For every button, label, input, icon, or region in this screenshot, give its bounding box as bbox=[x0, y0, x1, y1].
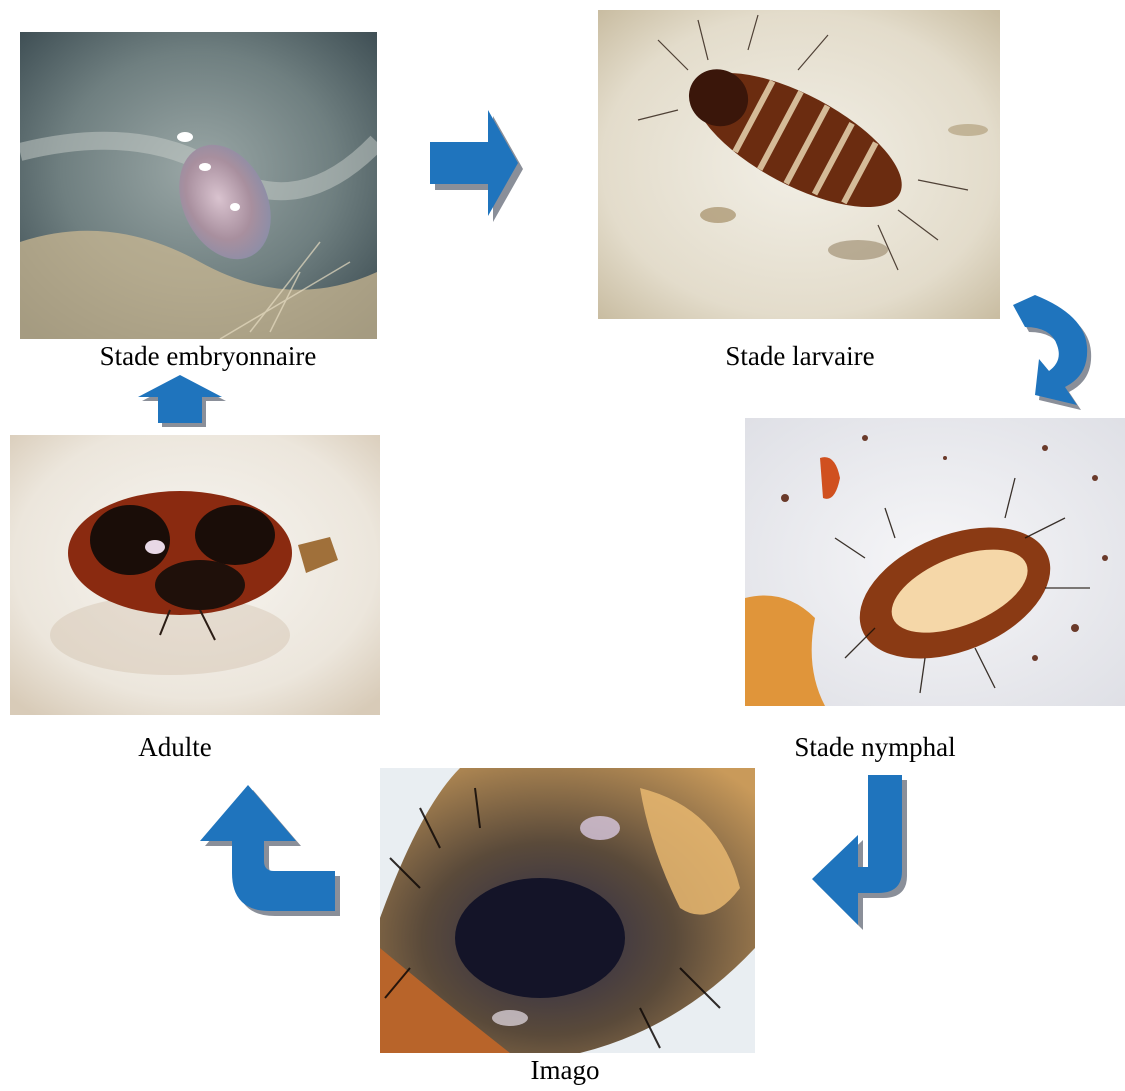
stage-label-embryo: Stade embryonnaire bbox=[58, 341, 358, 372]
arrow-embryo-to-larva bbox=[430, 110, 528, 228]
larva-photo bbox=[598, 10, 1000, 319]
imago-photo bbox=[380, 768, 755, 1053]
stage-label-larva: Stade larvaire bbox=[650, 341, 950, 372]
embryo-photo bbox=[20, 32, 377, 339]
arrow-larva-to-nymph bbox=[1005, 295, 1100, 410]
nymph-photo bbox=[745, 418, 1125, 706]
stage-label-nymph: Stade nymphal bbox=[755, 732, 995, 763]
arrow-adult-to-embryo bbox=[138, 375, 230, 430]
stage-label-adult: Adulte bbox=[60, 732, 290, 763]
arrow-imago-to-adult bbox=[200, 785, 345, 920]
stage-label-imago: Imago bbox=[490, 1055, 640, 1086]
adult-photo bbox=[10, 435, 380, 715]
arrow-nymph-to-imago bbox=[810, 775, 920, 935]
